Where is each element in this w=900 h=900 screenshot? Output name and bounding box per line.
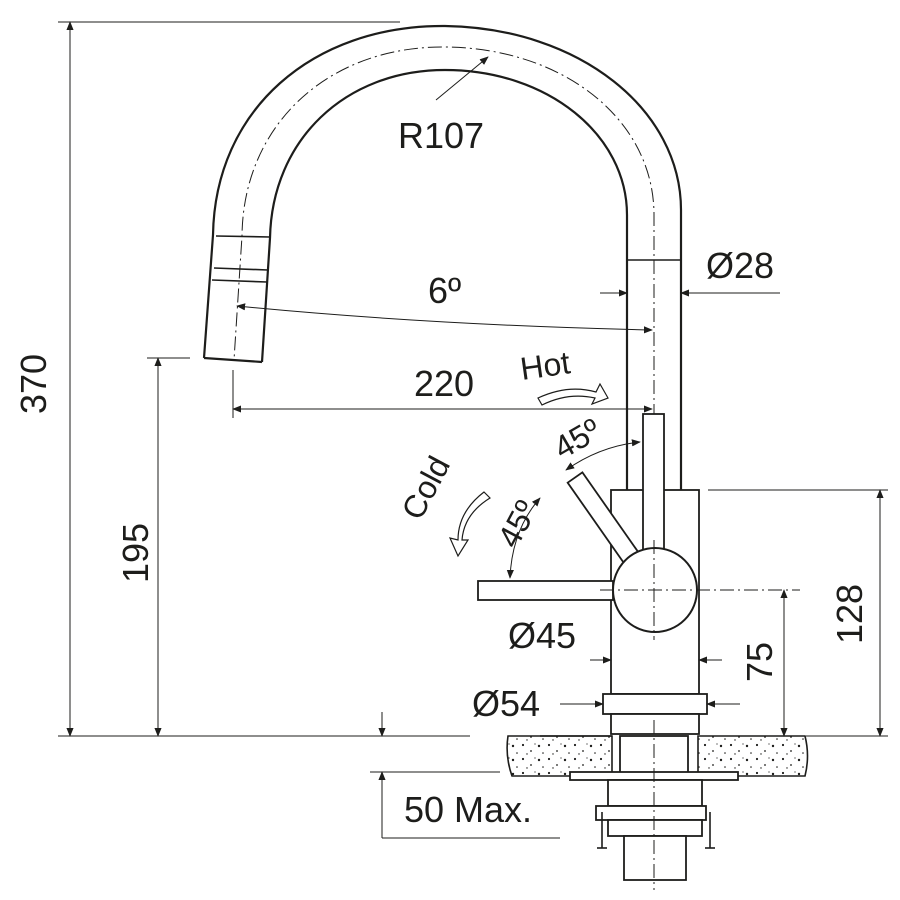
- dim-total-height: 370: [13, 21, 470, 737]
- dim-spout-angle: 6º: [236, 270, 653, 334]
- mounting-assembly: [569, 720, 739, 890]
- mixer-lever: [477, 413, 800, 640]
- dim-lever-diameter: Ø45: [508, 615, 722, 664]
- dim-370-label: 370: [13, 354, 54, 414]
- dim-d28-label: Ø28: [706, 245, 774, 286]
- dim-220-label: 220: [414, 363, 474, 404]
- dim-base-diameter: Ø54: [472, 683, 740, 724]
- spout: [202, 24, 683, 490]
- hot-label: Hot: [518, 344, 572, 387]
- cold-angle-label: 45º: [490, 494, 544, 553]
- dim-d45-label: Ø45: [508, 615, 576, 656]
- dim-reach: 220: [232, 363, 653, 418]
- dim-thickness-max: 50 Max.: [370, 712, 560, 839]
- dim-195-label: 195: [115, 523, 156, 583]
- hot-angle-label: 45º: [548, 411, 607, 466]
- dim-128-label: 128: [829, 584, 870, 644]
- dim-cold-angle: 45º: [490, 494, 545, 579]
- dim-6deg-label: 6º: [428, 270, 461, 311]
- dim-radius: R107: [398, 56, 489, 156]
- dim-50max-label: 50 Max.: [404, 789, 532, 830]
- dim-spout-height: 195: [115, 357, 190, 737]
- dim-body-height: 128: [708, 489, 888, 737]
- dim-d54-label: Ø54: [472, 683, 540, 724]
- dim-tube-diameter: Ø28: [600, 245, 780, 297]
- cold-indicator: Cold: [394, 450, 491, 558]
- dim-r107-label: R107: [398, 115, 484, 156]
- cold-label: Cold: [394, 450, 457, 525]
- dim-75-label: 75: [739, 642, 780, 682]
- hot-indicator: Hot: [518, 344, 609, 406]
- countertop: [506, 735, 809, 777]
- dim-lever-height: 75: [739, 589, 788, 737]
